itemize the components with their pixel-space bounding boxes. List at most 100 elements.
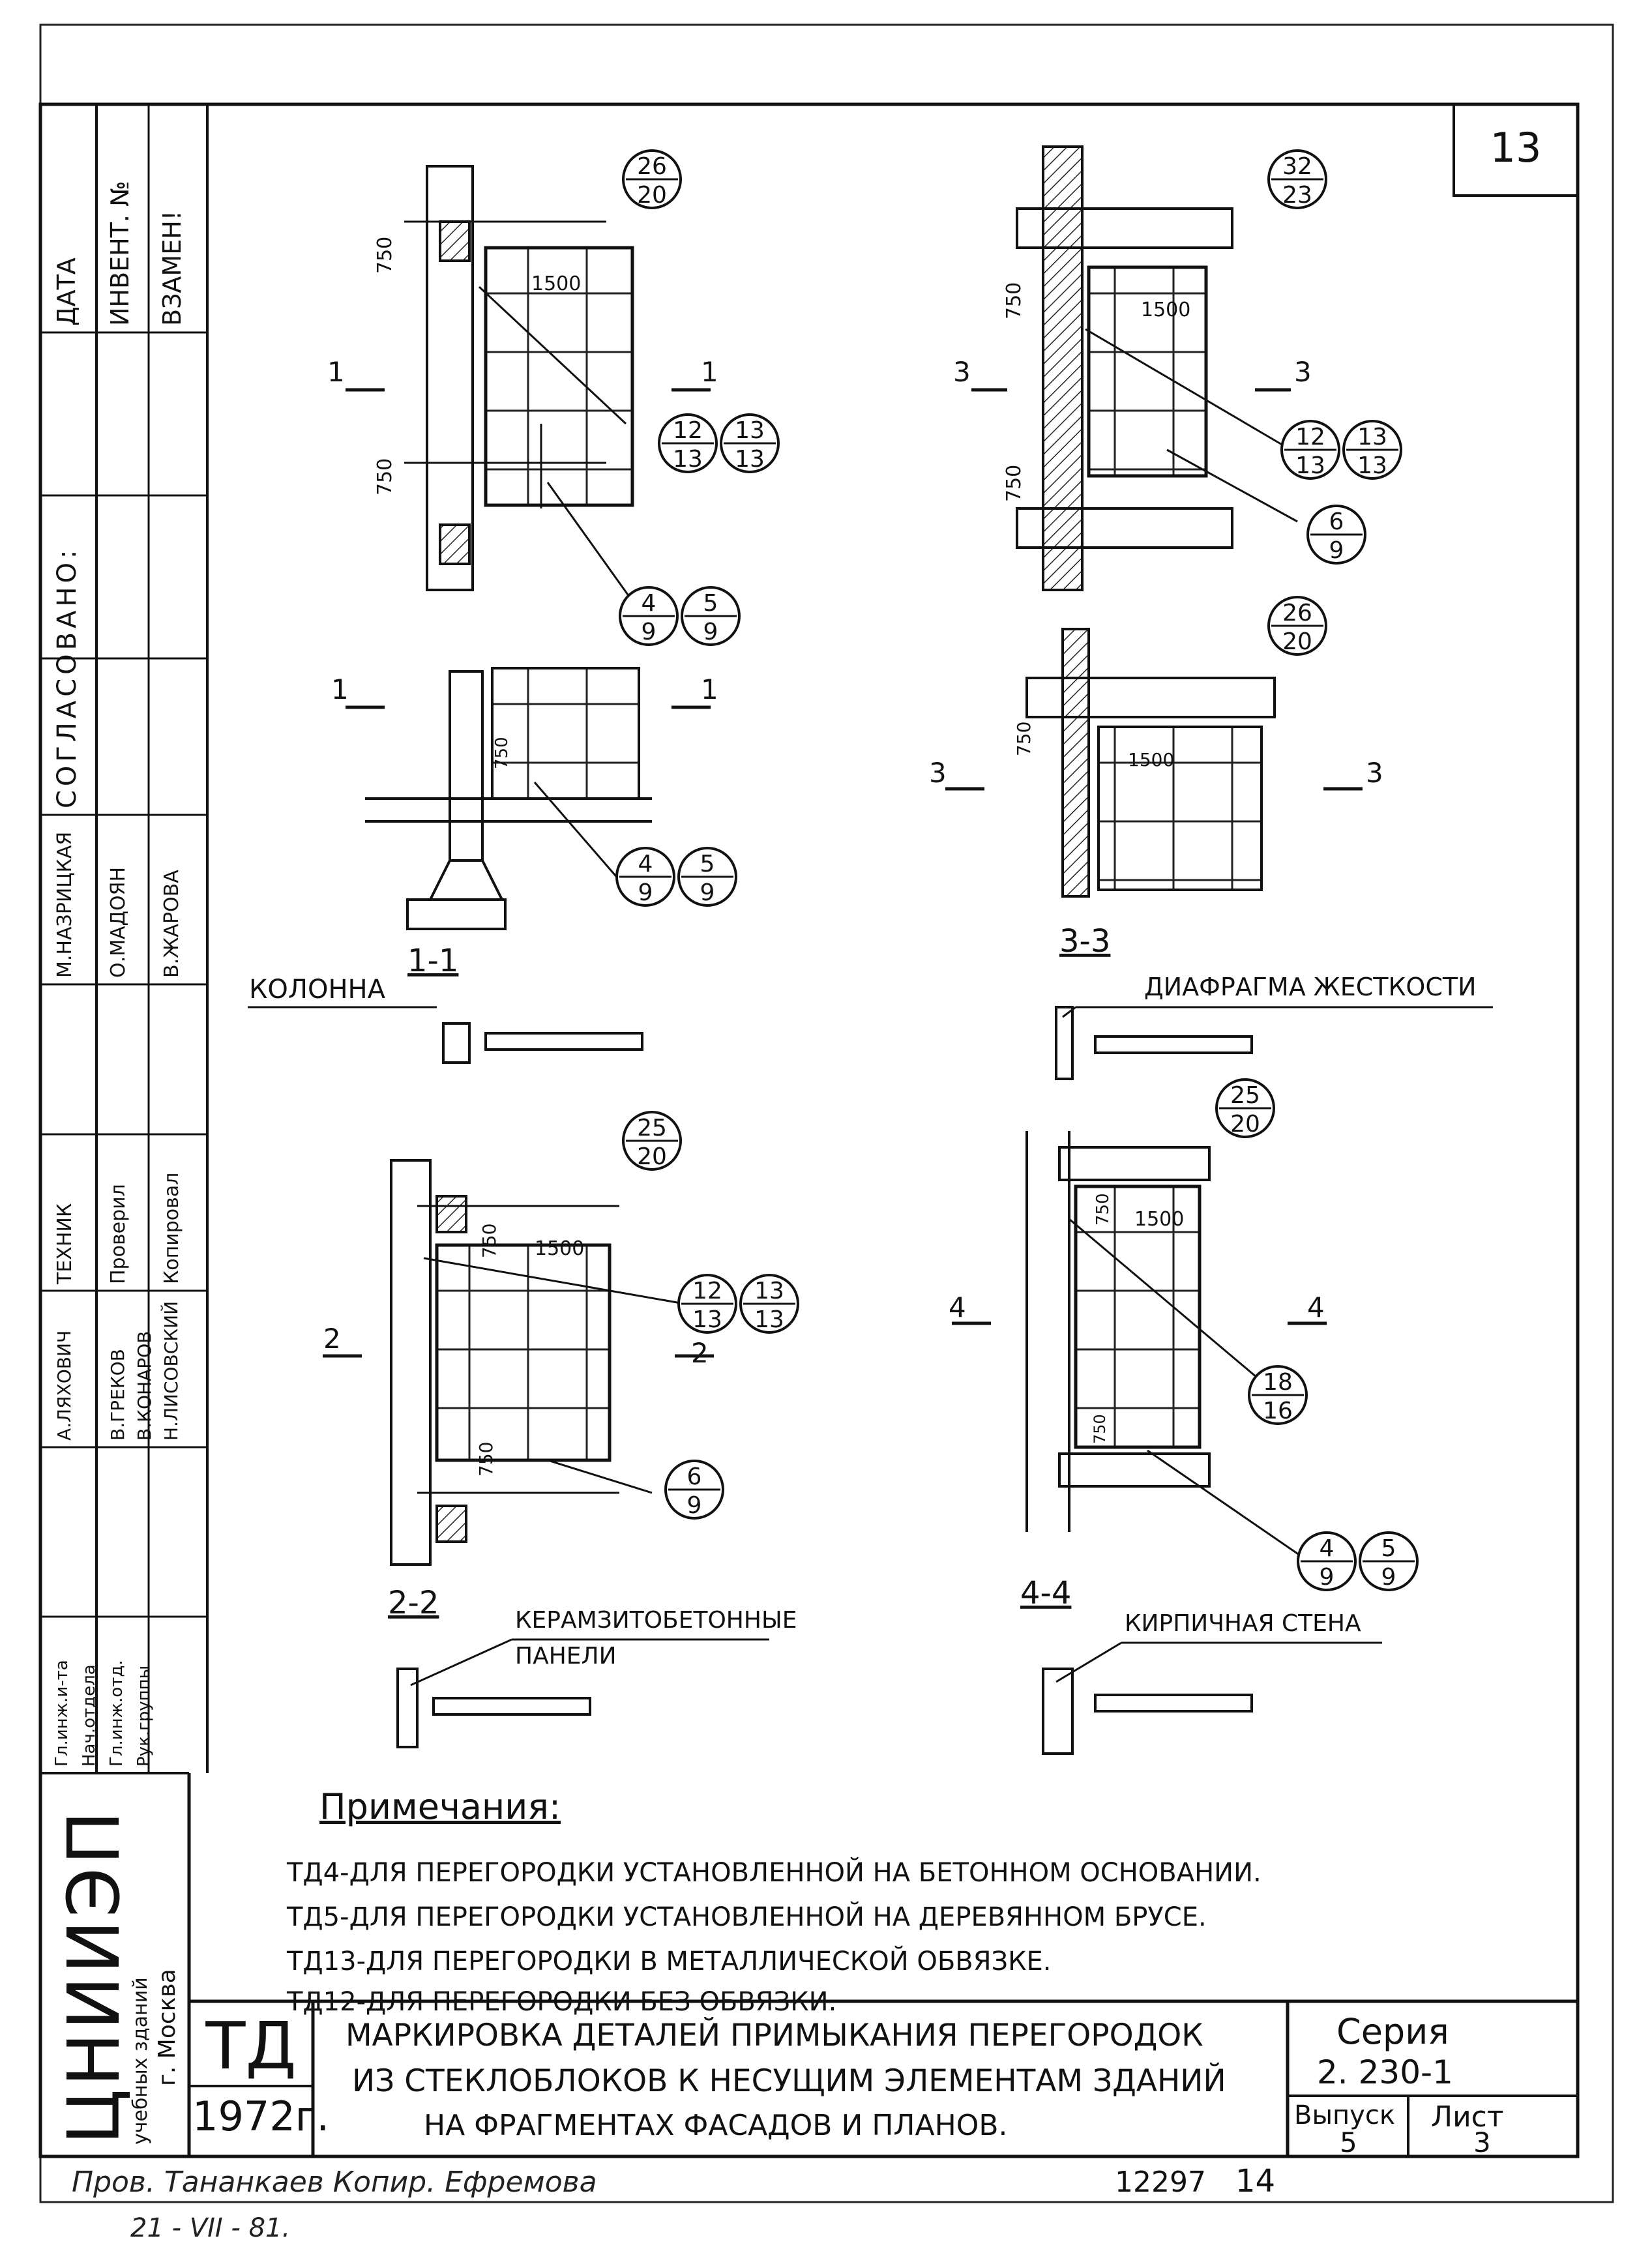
callout-bottom-number: 13: [1357, 452, 1387, 479]
v1-sec-left: 1: [327, 356, 345, 388]
callout-bottom-number: 9: [642, 619, 656, 645]
legend-diafragma: ДИАФРАГМА ЖЕСТКОСТИ: [1144, 973, 1477, 1001]
legend-kirpich: КИРПИЧНАЯ СТЕНА: [1125, 1610, 1361, 1637]
tb-vypusk-label: Выпуск: [1294, 2100, 1395, 2130]
note-line-2: ТД5-ДЛЯ ПЕРЕГОРОДКИ УСТАНОВЛЕННОЙ НА ДЕР…: [287, 1902, 1207, 1932]
callout-v11-6: 59: [677, 847, 737, 907]
callout-top-number: 12: [673, 417, 703, 444]
callout-top-number: 26: [1282, 600, 1312, 626]
v3-sec-left: 3: [953, 356, 971, 388]
callout-bottom-number: 20: [637, 182, 667, 209]
tb-title-line-1: МАРКИРОВКА ДЕТАЛЕЙ ПРИМЫКАНИЯ ПЕРЕГОРОДО…: [346, 2018, 1203, 2053]
callout-bottom-number: 20: [1230, 1111, 1260, 1138]
callout-bottom-number: 16: [1263, 1398, 1293, 1424]
legend-kolonna: КОЛОННА: [249, 975, 385, 1005]
v3-sec-right: 3: [1294, 356, 1312, 388]
callout-bottom-number: 9: [703, 619, 718, 645]
callout-top-number: 6: [687, 1463, 702, 1490]
footer-order-number: 12297: [1115, 2166, 1206, 2199]
callout-v33-3: 69: [1306, 505, 1366, 565]
view-1-plan: [346, 165, 711, 620]
legend-symbols: [248, 1006, 1493, 1755]
legend-keramzit-1: КЕРАМЗИТОБЕТОННЫЕ: [515, 1607, 797, 1634]
v11-dim-750: 750: [492, 737, 512, 769]
callout-top-number: 4: [1320, 1535, 1335, 1562]
view-4-4-section: [952, 1131, 1327, 1559]
v44-sec-right: 4: [1307, 1291, 1325, 1323]
callout-top-number: 18: [1263, 1369, 1293, 1396]
callout-bottom-number: 9: [687, 1492, 702, 1519]
v44-caption: 4-4: [1020, 1575, 1071, 1611]
v33-dim-750: 750: [1013, 722, 1035, 756]
callout-v44-2: 49: [1297, 1531, 1357, 1591]
callout-top-number: 32: [1282, 153, 1312, 180]
v22-dim-1500: 1500: [535, 1237, 584, 1260]
tb-code: ТД: [205, 2008, 297, 2084]
callout-bottom-number: 13: [735, 446, 765, 473]
callout-top-number: 13: [735, 417, 765, 444]
note-line-3: ТД13-ДЛЯ ПЕРЕГОРОДКИ В МЕТАЛЛИЧЕСКОЙ ОБВ…: [287, 1947, 1052, 1977]
v22-caption: 2-2: [388, 1585, 439, 1621]
callout-bottom-number: 9: [700, 879, 715, 906]
footer-prov: Пров. Тананкаев Копир. Ефремова: [72, 2166, 597, 2199]
tb-seria-value: 2. 230-1: [1317, 2053, 1453, 2091]
callout-top-number: 12: [692, 1278, 722, 1304]
callout-top-number: 13: [754, 1278, 784, 1304]
callout-top-number: 25: [1230, 1082, 1260, 1109]
v44-dim-750a: 750: [1093, 1193, 1113, 1226]
callout-bottom-number: 9: [1329, 537, 1344, 564]
tb-list-label: Лист: [1431, 2100, 1504, 2134]
callout-v44-3: 59: [1359, 1531, 1419, 1591]
footer-date: 21 - VII - 81.: [130, 2213, 291, 2243]
callout-v11-3: 49: [619, 586, 679, 646]
callout-bottom-number: 9: [1320, 1564, 1335, 1591]
v3-dim-750b: 750: [1003, 465, 1025, 502]
callout-bottom-number: 9: [638, 879, 653, 906]
v1-dim-1500: 1500: [531, 272, 581, 295]
v3-dim-1500: 1500: [1141, 299, 1190, 321]
v44-sec-left: 4: [949, 1291, 966, 1323]
v33-sec-left: 3: [929, 757, 947, 789]
v22-dim-750a: 750: [479, 1224, 500, 1258]
view-2-2-section: [323, 1159, 714, 1566]
callout-top-number: 4: [638, 851, 653, 877]
callout-bottom-number: 20: [1282, 628, 1312, 655]
callout-bottom-number: 23: [1282, 182, 1312, 209]
callout-bottom-number: 9: [1381, 1564, 1396, 1591]
view-1-1-section: [346, 667, 711, 930]
callout-circles: 2620121313134959495932231213131369262025…: [615, 149, 1419, 1591]
callout-bottom-number: 13: [1295, 452, 1325, 479]
note-line-1: ТД4-ДЛЯ ПЕРЕГОРОДКИ УСТАНОВЛЕННОЙ НА БЕТ…: [287, 1858, 1261, 1888]
callout-top-number: 25: [637, 1115, 667, 1141]
v22-sec-left: 2: [323, 1323, 341, 1355]
v44-dim-1500: 1500: [1134, 1208, 1184, 1231]
v1-dim-750b: 750: [374, 458, 396, 495]
v3-dim-750a: 750: [1003, 282, 1025, 319]
v11-caption: 1-1: [407, 943, 458, 979]
callout-v22-3: 69: [664, 1460, 724, 1520]
footer-page-number: 14: [1235, 2163, 1276, 2199]
v1-sec-right: 1: [701, 356, 718, 388]
v11-sec-right: 1: [701, 673, 718, 705]
callout-v11-5: 49: [615, 847, 675, 907]
callout-top-number: 12: [1295, 424, 1325, 450]
callout-v11-4: 59: [681, 586, 741, 646]
tb-title-line-2: ИЗ СТЕКЛОБЛОКОВ К НЕСУЩИМ ЭЛЕМЕНТАМ ЗДАН…: [352, 2063, 1226, 2099]
callout-bottom-number: 20: [637, 1143, 667, 1170]
v33-dim-1500: 1500: [1128, 749, 1174, 771]
view-3-3-section: [945, 628, 1363, 898]
callout-bottom-number: 13: [692, 1306, 722, 1333]
callout-top-number: 5: [703, 590, 718, 617]
callout-top-number: 26: [637, 153, 667, 180]
v22-sec-right: 2: [691, 1337, 709, 1369]
callout-bottom-number: 13: [673, 446, 703, 473]
notes-heading: Примечания:: [319, 1786, 561, 1827]
